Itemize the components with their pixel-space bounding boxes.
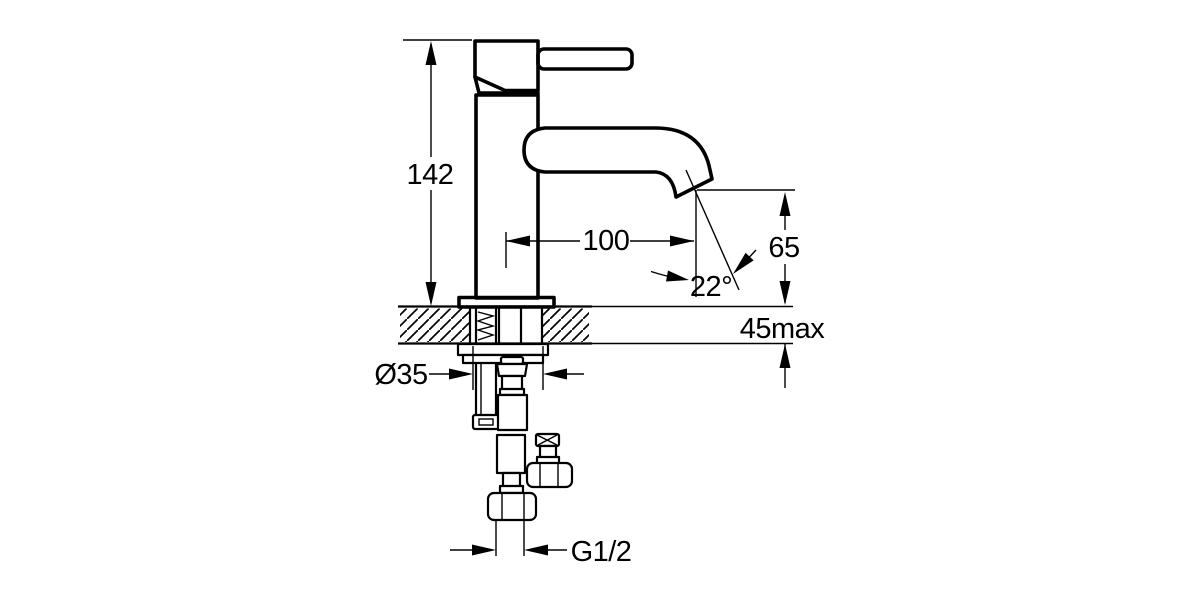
dim-hole-35: Ø35 (374, 346, 584, 391)
supply-hose-main (486, 355, 538, 522)
counter-hatch-right (542, 308, 589, 342)
dim-45max: 45max (740, 313, 826, 368)
dim142-arrow-down (425, 282, 437, 306)
dim-thread-label: G1/2 (571, 536, 632, 568)
counter-hole-edges (468, 307, 544, 343)
hose2-facet-lines (539, 464, 559, 486)
dim142-arrow-up (425, 41, 437, 65)
dim65-arrow-up (779, 192, 791, 216)
hose2-hex-nut (525, 461, 574, 489)
dimg12-extensions (495, 521, 525, 556)
dim100-arrow-right (670, 235, 694, 247)
dim-height-label: 142 (407, 159, 454, 191)
dimg12-arrow-left (472, 544, 496, 556)
nut-facet-lines (501, 494, 525, 519)
flow-angle-line (685, 169, 740, 291)
dimg12-arrow-right (524, 544, 548, 556)
stud-end-cap (471, 413, 501, 431)
dim100-arrow-left (506, 235, 530, 247)
handle-lever (536, 47, 634, 71)
angle-arrow (666, 270, 689, 282)
hose-braid-upper (496, 393, 529, 432)
counter-hatch-left (400, 308, 470, 342)
stud-end-slot (478, 418, 494, 426)
thread-symbol (475, 311, 496, 341)
reference-lines (685, 169, 795, 297)
faucet-handle (473, 39, 634, 95)
hose-braid-lower (495, 433, 527, 475)
base-flange (457, 295, 556, 309)
dim35-arrow-left (449, 368, 473, 380)
handle-cap-seam (473, 75, 540, 95)
countertop-section (398, 305, 793, 345)
mounting-stud-in-hole (474, 308, 498, 343)
hose-hex-nut-bottom (486, 491, 538, 522)
dim65-arrow-down (779, 281, 791, 305)
dim-thread-g12: G1/2 (450, 521, 632, 568)
dim-counter-thickness-label: 45max (740, 313, 826, 345)
mounting-stud (471, 363, 501, 431)
dim-65: 65 (733, 192, 800, 388)
dim-hole-diameter-label: Ø35 (374, 359, 427, 391)
dim-angle-22: 22° (650, 270, 733, 303)
dim65-leader-arrow (733, 252, 754, 274)
dim-142: 142 (403, 39, 472, 306)
faucet-spout-fill (524, 128, 712, 197)
hose2-crimp-cross (536, 434, 558, 446)
handle-cap (473, 39, 540, 93)
faucet-body-fill (476, 95, 538, 298)
dim35-arrow-right (543, 368, 567, 380)
stud-tube (474, 363, 498, 415)
supply-hose-second (525, 432, 574, 489)
in-hole-parts (474, 308, 523, 344)
counter-extension-lines (592, 305, 793, 345)
washer-plate-upper (456, 342, 550, 357)
dim-100: 100 (505, 225, 694, 268)
shank-tube-in-hole (497, 308, 523, 344)
dim45-arrow-up (779, 344, 791, 368)
hose-hex-nut-top (495, 362, 529, 378)
faucet-spout (522, 126, 714, 199)
dim35-extensions (472, 346, 544, 390)
dim-angle-label: 22° (690, 271, 732, 303)
dim-reach-label: 100 (583, 225, 630, 257)
dim-outlet-height-label: 65 (768, 232, 799, 264)
faucet (457, 39, 714, 309)
